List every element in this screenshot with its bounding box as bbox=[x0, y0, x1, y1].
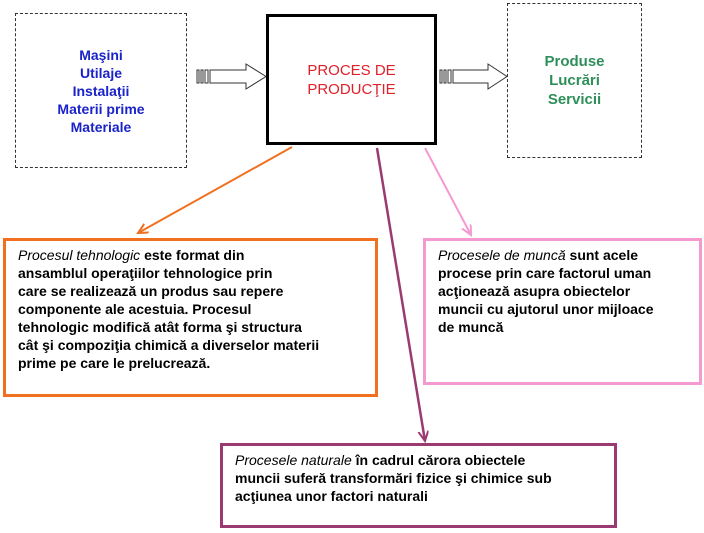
input-item: Utilaje bbox=[79, 64, 122, 81]
output-item: Produse bbox=[544, 53, 605, 70]
work-process-box: Procesele de muncă sunt acele procese pr… bbox=[423, 238, 702, 385]
output-item: Servicii bbox=[547, 91, 602, 108]
process-title-line: PRODUCŢIE bbox=[307, 80, 396, 98]
production-process-box: PROCES DE PRODUCŢIE bbox=[266, 14, 437, 145]
natural-process-box: Procesele naturale în cadrul cărora obie… bbox=[220, 443, 617, 528]
description-line: este format din bbox=[140, 247, 245, 263]
description-line: muncii cu ajutorul unor mijloace bbox=[438, 301, 654, 317]
description-line: cât şi compoziţia chimică a diverselor m… bbox=[18, 337, 320, 353]
technological-connector bbox=[138, 146, 293, 233]
description-line: acţiunea unor factori naturali bbox=[235, 488, 428, 504]
input-item: Materiale bbox=[70, 118, 132, 135]
process-title-line: PROCES DE bbox=[307, 61, 396, 79]
input-item: Materii prime bbox=[57, 100, 145, 117]
description-line: procese prin care factorul uman bbox=[438, 265, 652, 281]
description-line: acţionează asupra obiectelor bbox=[438, 283, 631, 299]
description-line: în cadrul cărora obiectele bbox=[351, 452, 526, 468]
description-line: de muncă bbox=[438, 319, 504, 335]
input-item: Maşini bbox=[79, 46, 123, 63]
description-line: sunt acele bbox=[565, 247, 639, 263]
description-line: tehnologic modifică atât forma şi struct… bbox=[18, 319, 302, 335]
description-line: ansamblul operaţiilor tehnologice prin bbox=[18, 265, 273, 281]
technological-process-box: Procesul tehnologic este format din ansa… bbox=[3, 238, 378, 397]
output-item: Lucrări bbox=[549, 72, 600, 89]
description-line: componente ale acestuia. Procesul bbox=[18, 301, 252, 317]
outputs-box: Produse Lucrări Servicii bbox=[507, 3, 642, 158]
work-connector bbox=[424, 147, 471, 235]
natural-connector bbox=[375, 147, 425, 441]
work-term: Procesele de muncă bbox=[438, 247, 566, 263]
inputs-box: Maşini Utilaje Instalaţii Materii prime … bbox=[15, 13, 187, 168]
input-item: Instalaţii bbox=[72, 82, 130, 99]
input-flow-arrow bbox=[196, 63, 267, 90]
description-line: muncii suferă transformări fizice şi chi… bbox=[235, 470, 552, 486]
output-flow-arrow bbox=[439, 63, 508, 90]
natural-term: Procesele naturale bbox=[235, 452, 352, 468]
description-line: prime pe care le prelucrează. bbox=[18, 355, 211, 371]
technological-term: Procesul tehnologic bbox=[18, 247, 141, 263]
description-line: care se realizează un produs sau repere bbox=[18, 283, 284, 299]
